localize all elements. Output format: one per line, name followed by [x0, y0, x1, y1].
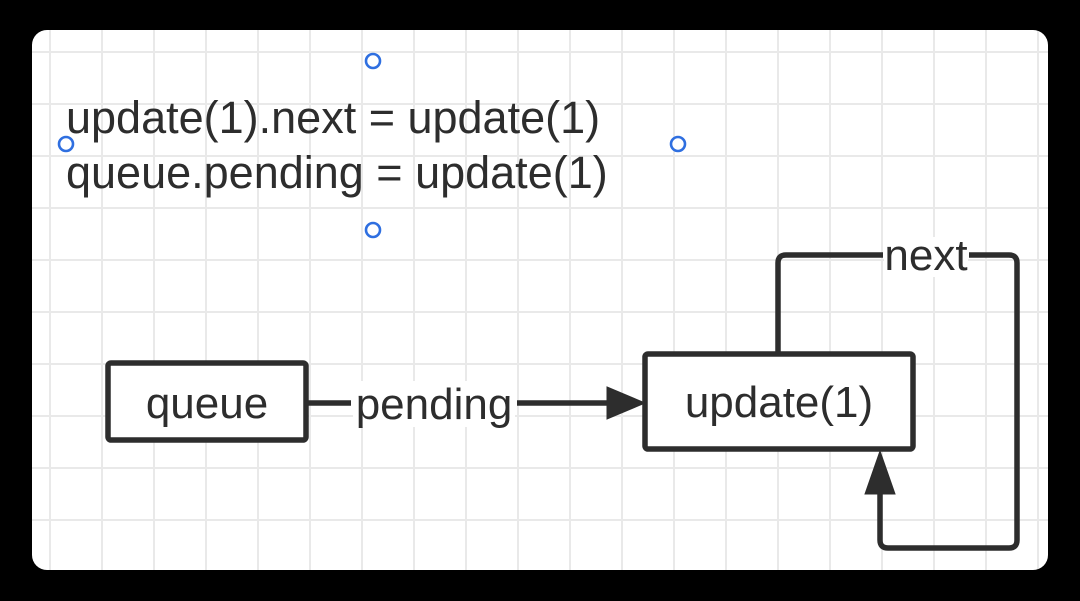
- whiteboard-canvas[interactable]: [32, 30, 1048, 570]
- queue-node-label[interactable]: queue: [146, 379, 268, 428]
- next-edge-segment-right[interactable]: [877, 252, 1020, 551]
- code-line-1[interactable]: update(1).next = update(1): [66, 92, 600, 143]
- pending-edge-label[interactable]: pending: [356, 380, 513, 429]
- selection-handle[interactable]: [669, 135, 687, 153]
- next-label-background: [884, 237, 968, 277]
- node-queue[interactable]: queue: [105, 360, 309, 443]
- selection-handles: [57, 52, 687, 239]
- code-line-2[interactable]: queue.pending = update(1): [66, 147, 608, 198]
- node-update-1[interactable]: update(1): [642, 351, 916, 452]
- update-node-label[interactable]: update(1): [685, 378, 873, 427]
- next-arrowhead-icon: [864, 449, 896, 495]
- selection-handle[interactable]: [364, 52, 382, 70]
- edge-pending[interactable]: pending: [306, 380, 647, 429]
- selection-handle[interactable]: [57, 135, 75, 153]
- selection-handle[interactable]: [364, 221, 382, 239]
- pending-arrowhead-icon: [606, 386, 647, 420]
- edge-next[interactable]: next: [775, 231, 1020, 551]
- code-annotation[interactable]: update(1).next = update(1) queue.pending…: [66, 92, 608, 198]
- next-edge-segment-left[interactable]: [775, 252, 883, 354]
- next-edge-label[interactable]: next: [884, 231, 967, 280]
- pending-label-background: [353, 381, 515, 427]
